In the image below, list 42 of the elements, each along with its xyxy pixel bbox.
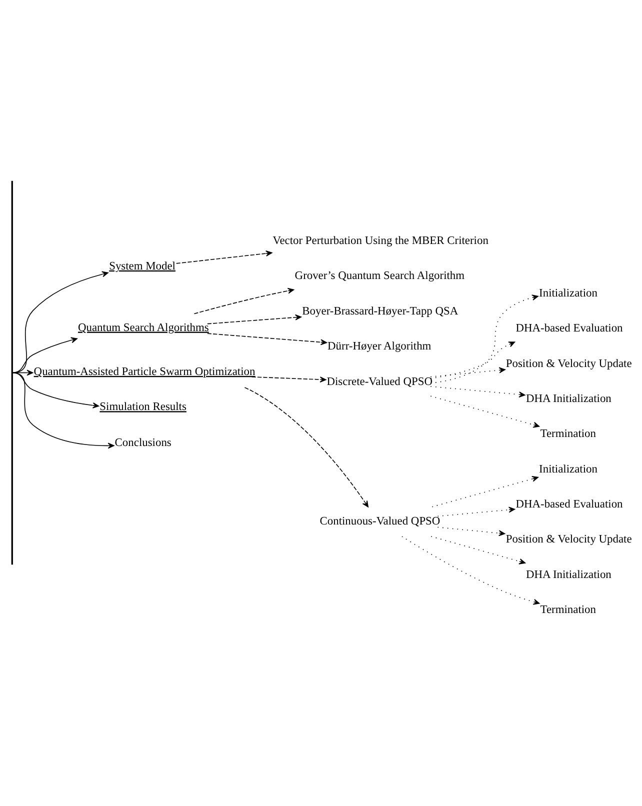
arrow (437, 506, 516, 517)
node-text: DHA-based Evaluation (516, 498, 623, 510)
arrow (437, 526, 506, 536)
node-text: Simulation Results (100, 401, 186, 414)
node-text: Quantum-Assisted Particle Swarm Optimization (34, 366, 256, 378)
arrow (430, 536, 526, 564)
node-text: Discrete-Valued QPSO (326, 376, 433, 388)
node-text: Position & Velocity Update (506, 534, 632, 546)
node-text: Continuous-Valued QPSO (320, 516, 440, 528)
arrow (430, 396, 540, 428)
arrow (12, 372, 114, 449)
node-text: Initialization (539, 463, 598, 476)
node-text: DHA Initialization (526, 392, 612, 405)
node-text: System Model (109, 260, 176, 272)
arrow (12, 372, 100, 408)
arrow (430, 342, 516, 379)
arrow (194, 288, 294, 314)
arrow (430, 386, 526, 398)
node-text: Initialization (539, 287, 598, 300)
arrow (402, 536, 540, 605)
node-text: Termination (540, 604, 596, 616)
node-text: Dürr-Høyer Algorithm (328, 340, 432, 353)
arrow (432, 476, 538, 508)
node-text: DHA Initialization (526, 568, 612, 581)
node-text: Termination (540, 428, 596, 440)
node-text: Conclusions (114, 437, 172, 450)
node-text: Vector Perturbation Using the MBER Criterion (272, 235, 488, 248)
node-text: Position & Velocity Update (506, 358, 632, 370)
node-text: Quantum Search Algorithms (78, 322, 209, 334)
arrow (176, 250, 272, 264)
node-text: Boyer-Brassard-Høyer-Tapp QSA (302, 305, 458, 318)
arrow (430, 294, 538, 384)
arrow (251, 376, 326, 383)
arrow (12, 337, 78, 374)
arrow (12, 271, 108, 374)
arrow (207, 314, 302, 324)
node-text: Grover’s Quantum Search Algorithm (294, 270, 465, 282)
node-bar (11, 180, 13, 565)
node-text: DHA-based Evaluation (516, 322, 623, 335)
arrow (244, 387, 369, 508)
arrow (430, 367, 506, 378)
arrow (207, 333, 327, 346)
